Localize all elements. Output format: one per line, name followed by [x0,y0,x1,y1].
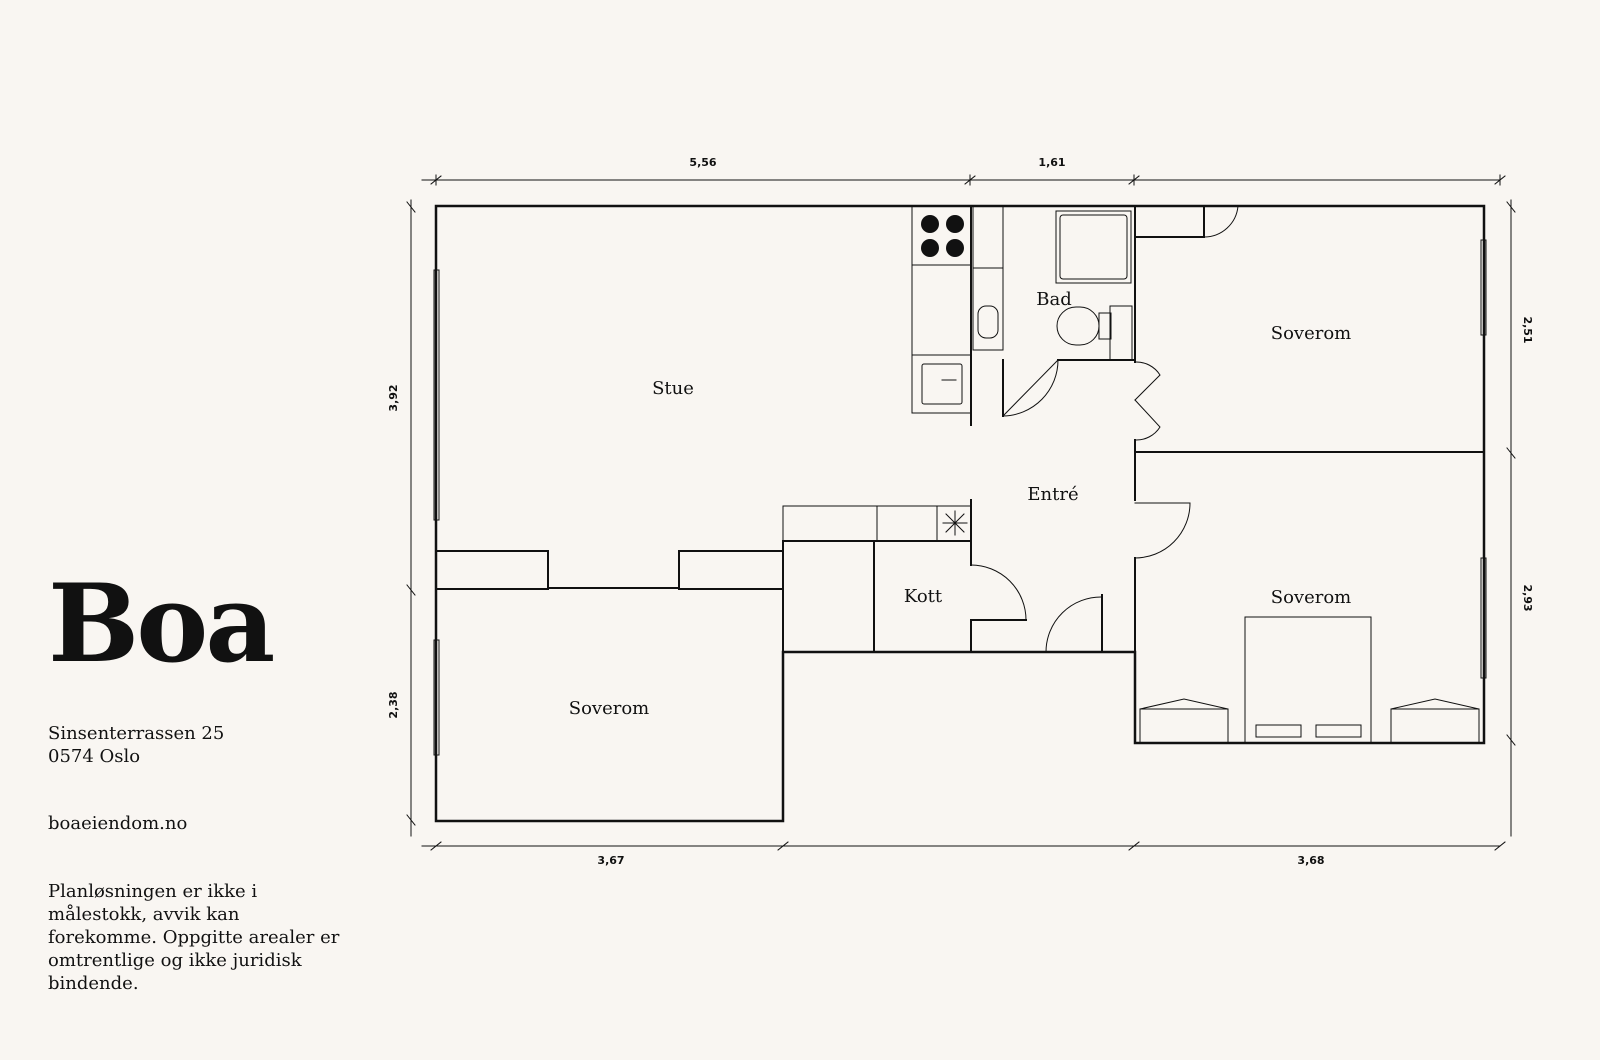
room-label-entre: Entré [1027,484,1078,505]
interior-walls [435,205,1485,653]
exterior-walls [434,204,1486,823]
room-label-soverom-top: Soverom [1271,323,1352,344]
dim-top-left: 5,56 [689,156,716,169]
dim-top-right: 1,61 [1038,156,1065,169]
stove-burners [921,215,964,257]
bathroom-fixtures [972,205,1133,361]
dim-left-lower: 2,38 [387,691,400,718]
disclaimer-text: Planløsningen er ikke i målestokk, avvik… [48,881,340,994]
dim-right-lower: 2,93 [1521,584,1534,611]
dimension-lines [406,174,1516,851]
brand-logo: Boa [48,561,275,687]
dim-left-upper: 3,92 [387,384,400,411]
room-label-stue: Stue [652,378,694,399]
dim-bottom-left: 3,67 [597,854,624,867]
dim-bottom-right: 3,68 [1297,854,1324,867]
room-label-soverom-left: Soverom [569,698,650,719]
dim-right-upper: 2,51 [1521,316,1534,343]
website-link[interactable]: boaeiendom.no [48,813,188,834]
doors [970,205,1239,653]
address-street: Sinsenterrassen 25 [48,723,225,744]
bedroom-furniture [1139,616,1480,744]
kitchen-fixtures [782,205,972,542]
room-label-bad: Bad [1036,289,1071,310]
room-label-soverom-right: Soverom [1271,587,1352,608]
address-postal: 0574 Oslo [48,746,141,767]
windows [433,239,1487,756]
room-label-kott: Kott [904,586,943,607]
